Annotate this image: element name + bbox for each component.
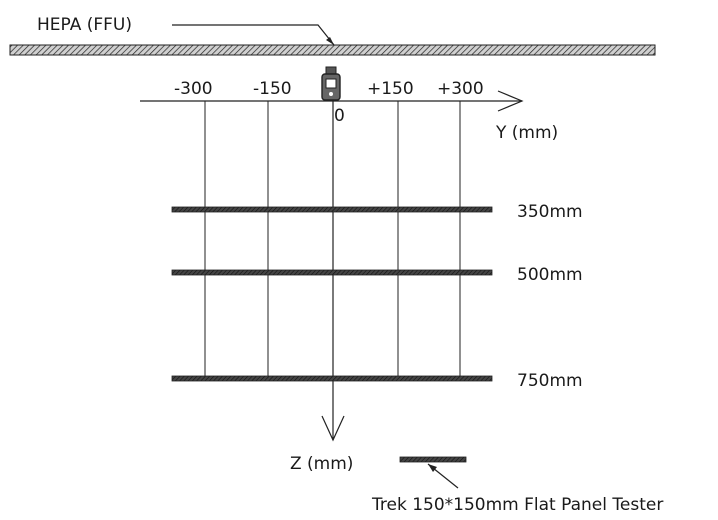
y-tick-label: +150 bbox=[367, 79, 414, 99]
z-axis-label: Z (mm) bbox=[290, 454, 353, 474]
origin-label: 0 bbox=[334, 106, 345, 126]
measurement-plane-750 bbox=[171, 375, 493, 382]
hepa-leader-arrowhead bbox=[326, 37, 334, 45]
hepa-ceiling-bar bbox=[9, 44, 656, 56]
tester-legend-arrowhead bbox=[428, 464, 437, 472]
plane-label: 750mm bbox=[517, 371, 583, 391]
hepa-leader-line bbox=[172, 24, 335, 46]
measurement-plane-500 bbox=[171, 269, 493, 276]
y-tick-label: -150 bbox=[253, 79, 292, 99]
tester-device-icon bbox=[321, 66, 341, 101]
plane-label: 350mm bbox=[517, 202, 583, 222]
z-axis-arrowhead bbox=[321, 415, 345, 442]
y-axis-label: Y (mm) bbox=[495, 123, 558, 143]
measurement-plane-350 bbox=[171, 206, 493, 213]
y-tick-label: +300 bbox=[437, 79, 484, 99]
hepa-label: HEPA (FFU) bbox=[37, 15, 132, 35]
tester-legend-label: Trek 150*150mm Flat Panel Tester bbox=[371, 495, 663, 515]
plane-label: 500mm bbox=[517, 265, 583, 285]
tester-legend-swatch bbox=[399, 456, 467, 463]
y-axis-arrowhead bbox=[497, 90, 524, 112]
y-tick-label: -300 bbox=[174, 79, 213, 99]
